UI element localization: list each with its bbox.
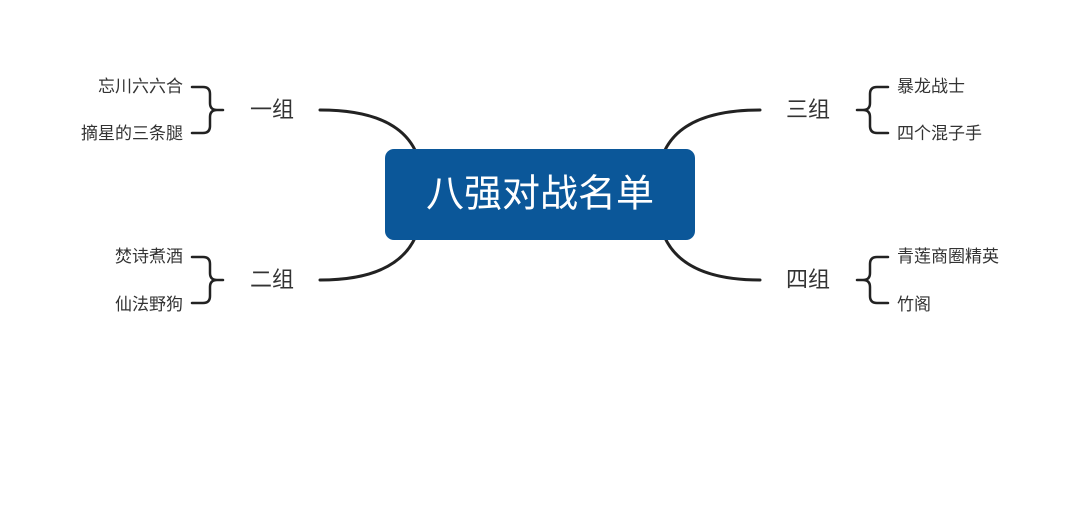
team-group-2-b: 仙法野狗 — [115, 295, 183, 315]
group-label-2[interactable]: 二组 — [250, 268, 294, 293]
team-group-4-b: 竹阁 — [897, 295, 931, 315]
team-group-4-a: 青莲商圈精英 — [897, 247, 999, 267]
team-group-3-a: 暴龙战士 — [897, 77, 965, 97]
team-group-2-a: 焚诗煮酒 — [115, 247, 183, 267]
connector-group-2 — [318, 236, 417, 282]
team-group-1-a: 忘川六六合 — [98, 77, 183, 97]
group-label-4[interactable]: 四组 — [786, 268, 830, 293]
connector-group-1 — [318, 108, 417, 152]
group-label-3[interactable]: 三组 — [786, 98, 830, 123]
connector-group-3 — [663, 108, 762, 152]
team-group-1-b: 摘星的三条腿 — [81, 124, 183, 144]
central-topic-title: 八强对战名单 — [426, 172, 654, 216]
bracket-group-2 — [190, 255, 225, 305]
bracket-group-1 — [190, 85, 225, 135]
group-label-1[interactable]: 一组 — [250, 98, 294, 123]
connector-group-4 — [663, 236, 762, 282]
central-topic-box[interactable] — [385, 149, 695, 240]
bracket-group-3 — [855, 85, 890, 135]
bracket-group-4 — [855, 255, 890, 305]
team-group-3-b: 四个混子手 — [897, 124, 982, 144]
